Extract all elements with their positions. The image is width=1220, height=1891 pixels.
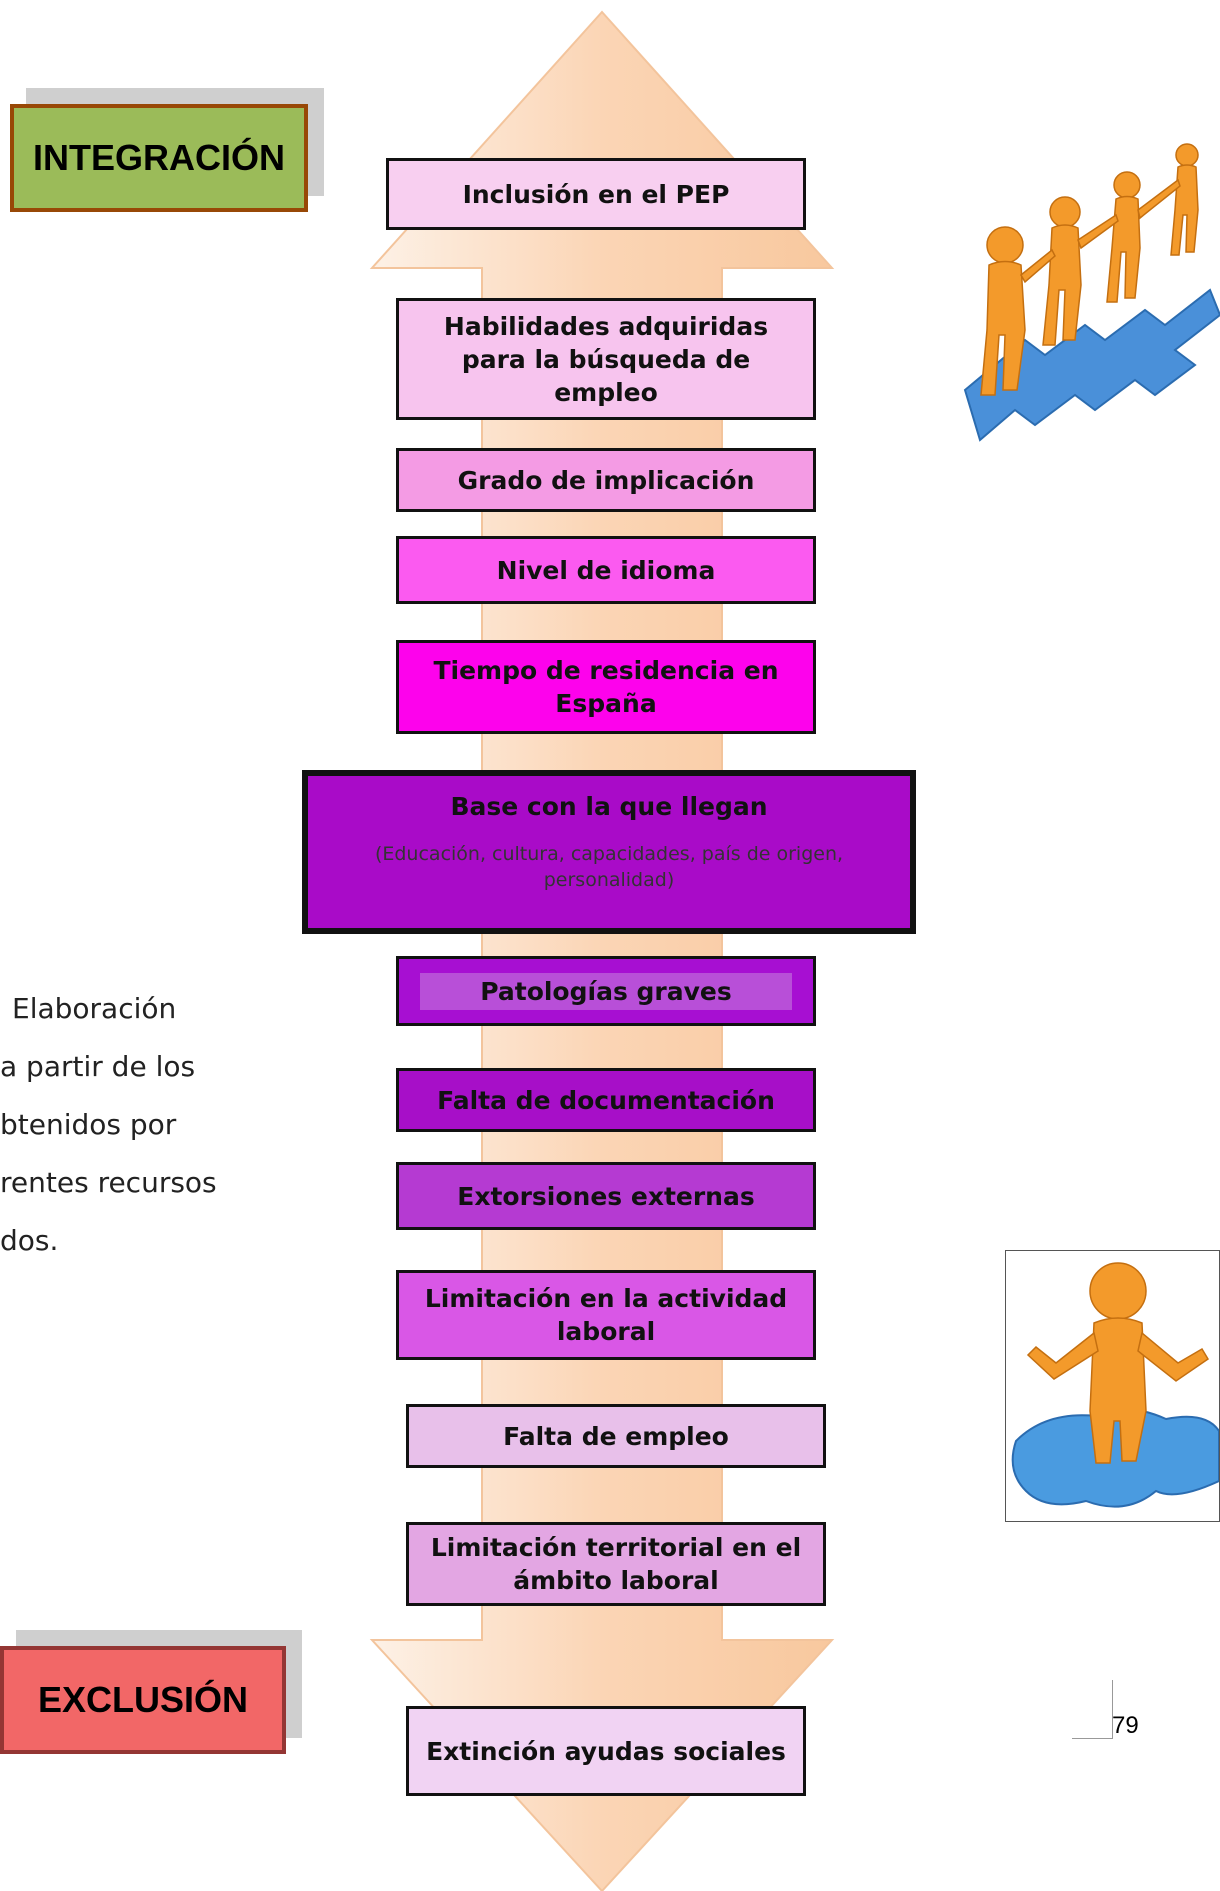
page-number-corner bbox=[1072, 1680, 1113, 1739]
factor-box-tiempo-residencia: Tiempo de residencia en España bbox=[396, 640, 816, 734]
factor-box-inclusion-pep: Inclusión en el PEP bbox=[386, 158, 806, 230]
source-note-line: btenidos por bbox=[0, 1108, 177, 1141]
factor-box-base-llegan: Base con la que llegan (Educación, cultu… bbox=[302, 770, 916, 934]
source-note-line: Elaboración bbox=[12, 992, 177, 1025]
factor-box-limitacion-territorial: Limitación territorial en el ámbito labo… bbox=[406, 1522, 826, 1606]
factor-text: Limitación en la actividad laboral bbox=[424, 1284, 788, 1346]
people-holding-hands-on-puzzle-icon bbox=[963, 143, 1220, 442]
integracion-label-text: INTEGRACIÓN bbox=[33, 137, 285, 178]
factor-text: Nivel de idioma bbox=[496, 555, 716, 585]
factor-text: Base con la que llegan bbox=[450, 792, 768, 821]
person-shrugging-on-puzzle-icon bbox=[1011, 1262, 1220, 1508]
factor-text: Falta de documentación bbox=[437, 1085, 775, 1115]
factor-box-limitacion-actividad: Limitación en la actividad laboral bbox=[396, 1270, 816, 1360]
factor-box-extincion-ayudas: Extinción ayudas sociales bbox=[406, 1706, 806, 1796]
factor-box-patologias: Patologías graves bbox=[396, 956, 816, 1026]
factor-subtext: (Educación, cultura, capacidades, país d… bbox=[374, 843, 844, 891]
page-number: 79 bbox=[1112, 1712, 1139, 1739]
factor-text: Inclusión en el PEP bbox=[462, 179, 730, 209]
factor-text: Limitación territorial en el ámbito labo… bbox=[430, 1533, 802, 1595]
factor-box-falta-documentacion: Falta de documentación bbox=[396, 1068, 816, 1132]
factor-box-falta-empleo: Falta de empleo bbox=[406, 1404, 826, 1468]
integracion-label: INTEGRACIÓN bbox=[10, 104, 308, 212]
factor-text: Extorsiones externas bbox=[457, 1181, 755, 1211]
factor-box-habilidades: Habilidades adquiridas para la búsqueda … bbox=[396, 298, 816, 420]
factor-text: Tiempo de residencia en España bbox=[433, 656, 779, 718]
exclusion-label-text: EXCLUSIÓN bbox=[37, 1679, 249, 1720]
source-note-line: a partir de los bbox=[0, 1050, 196, 1083]
factor-text: Patologías graves bbox=[420, 972, 792, 1010]
factor-text: Extinción ayudas sociales bbox=[426, 1736, 786, 1766]
source-note-line: dos. bbox=[0, 1224, 59, 1257]
source-note-line: rentes recursos bbox=[0, 1166, 217, 1199]
exclusion-label: EXCLUSIÓN bbox=[0, 1646, 286, 1754]
factor-text: Falta de empleo bbox=[503, 1421, 729, 1451]
factor-box-extorsiones: Extorsiones externas bbox=[396, 1162, 816, 1230]
source-note-text: Elaboración a partir de los btenidos por… bbox=[0, 980, 217, 1270]
factor-box-nivel-idioma: Nivel de idioma bbox=[396, 536, 816, 604]
factor-box-grado-implicacion: Grado de implicación bbox=[396, 448, 816, 512]
factor-text: Habilidades adquiridas para la búsqueda … bbox=[443, 311, 769, 407]
person-shrugging-frame bbox=[1005, 1250, 1220, 1522]
factor-text: Grado de implicación bbox=[457, 465, 755, 495]
